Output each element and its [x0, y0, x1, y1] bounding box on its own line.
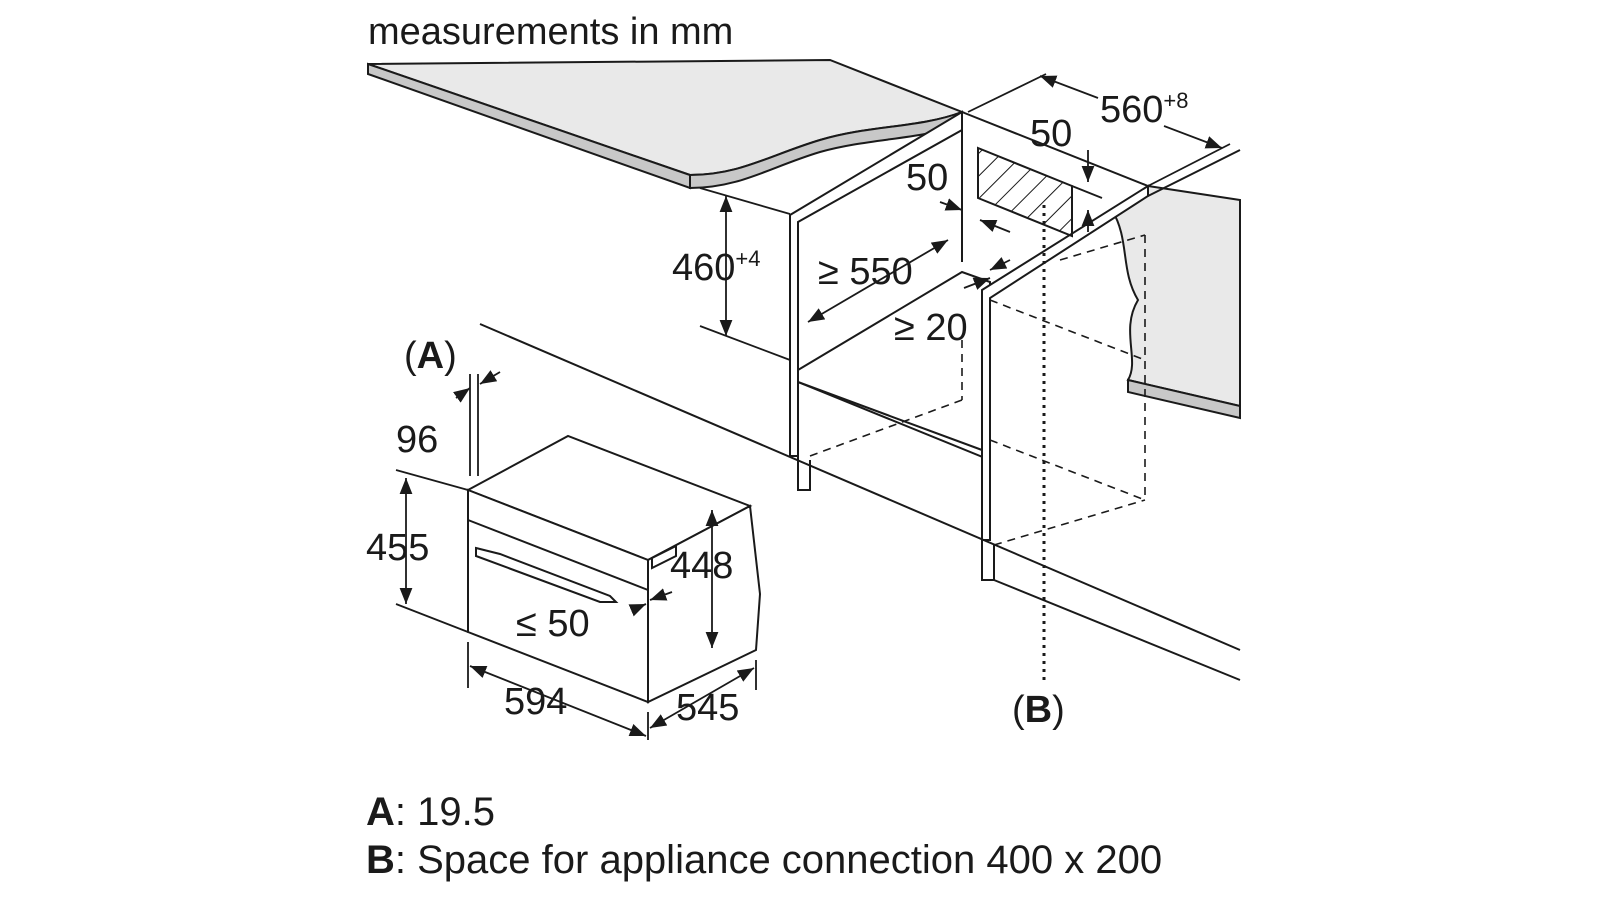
- hidden-lines: [809, 234, 1146, 546]
- right-worktop: [1110, 184, 1241, 420]
- marker-a: (A): [404, 335, 457, 377]
- label-niche-width: 560+8: [1100, 88, 1189, 131]
- legend-a-text: : 19.5: [394, 790, 495, 834]
- label-body-height: 448: [670, 545, 733, 587]
- cabinet-niche: [789, 110, 1149, 581]
- ventilation-opening: [977, 146, 1073, 238]
- legend-b: B: Space for appliance connection 400 x …: [366, 836, 1162, 884]
- floor-lines: [479, 149, 1241, 681]
- diagram-title: measurements in mm: [368, 11, 733, 53]
- label-front-width: 594: [504, 681, 567, 723]
- legend-b-key: B: [366, 838, 395, 882]
- legend-a-key: A: [366, 790, 395, 834]
- left-worktop: [367, 58, 965, 190]
- marker-b: (B): [1012, 689, 1065, 731]
- legend-b-text: : Space for appliance connection 400 x 2…: [394, 838, 1163, 882]
- label-plinth-height: 460+4: [672, 246, 761, 289]
- label-depth-min: ≥ 550: [818, 251, 913, 293]
- dimension-lines: [395, 73, 1231, 740]
- legend-a: A: 19.5: [366, 788, 495, 836]
- label-front-overlap: 96: [396, 419, 438, 461]
- label-vent-side: 50: [906, 157, 948, 199]
- appliance: [465, 434, 762, 704]
- label-handle-gap: ≤ 50: [516, 603, 590, 645]
- label-front-height: 455: [366, 527, 429, 569]
- label-vent-top: 50: [1030, 113, 1072, 155]
- label-gap-min: ≥ 20: [894, 307, 968, 349]
- label-body-depth: 545: [676, 687, 739, 729]
